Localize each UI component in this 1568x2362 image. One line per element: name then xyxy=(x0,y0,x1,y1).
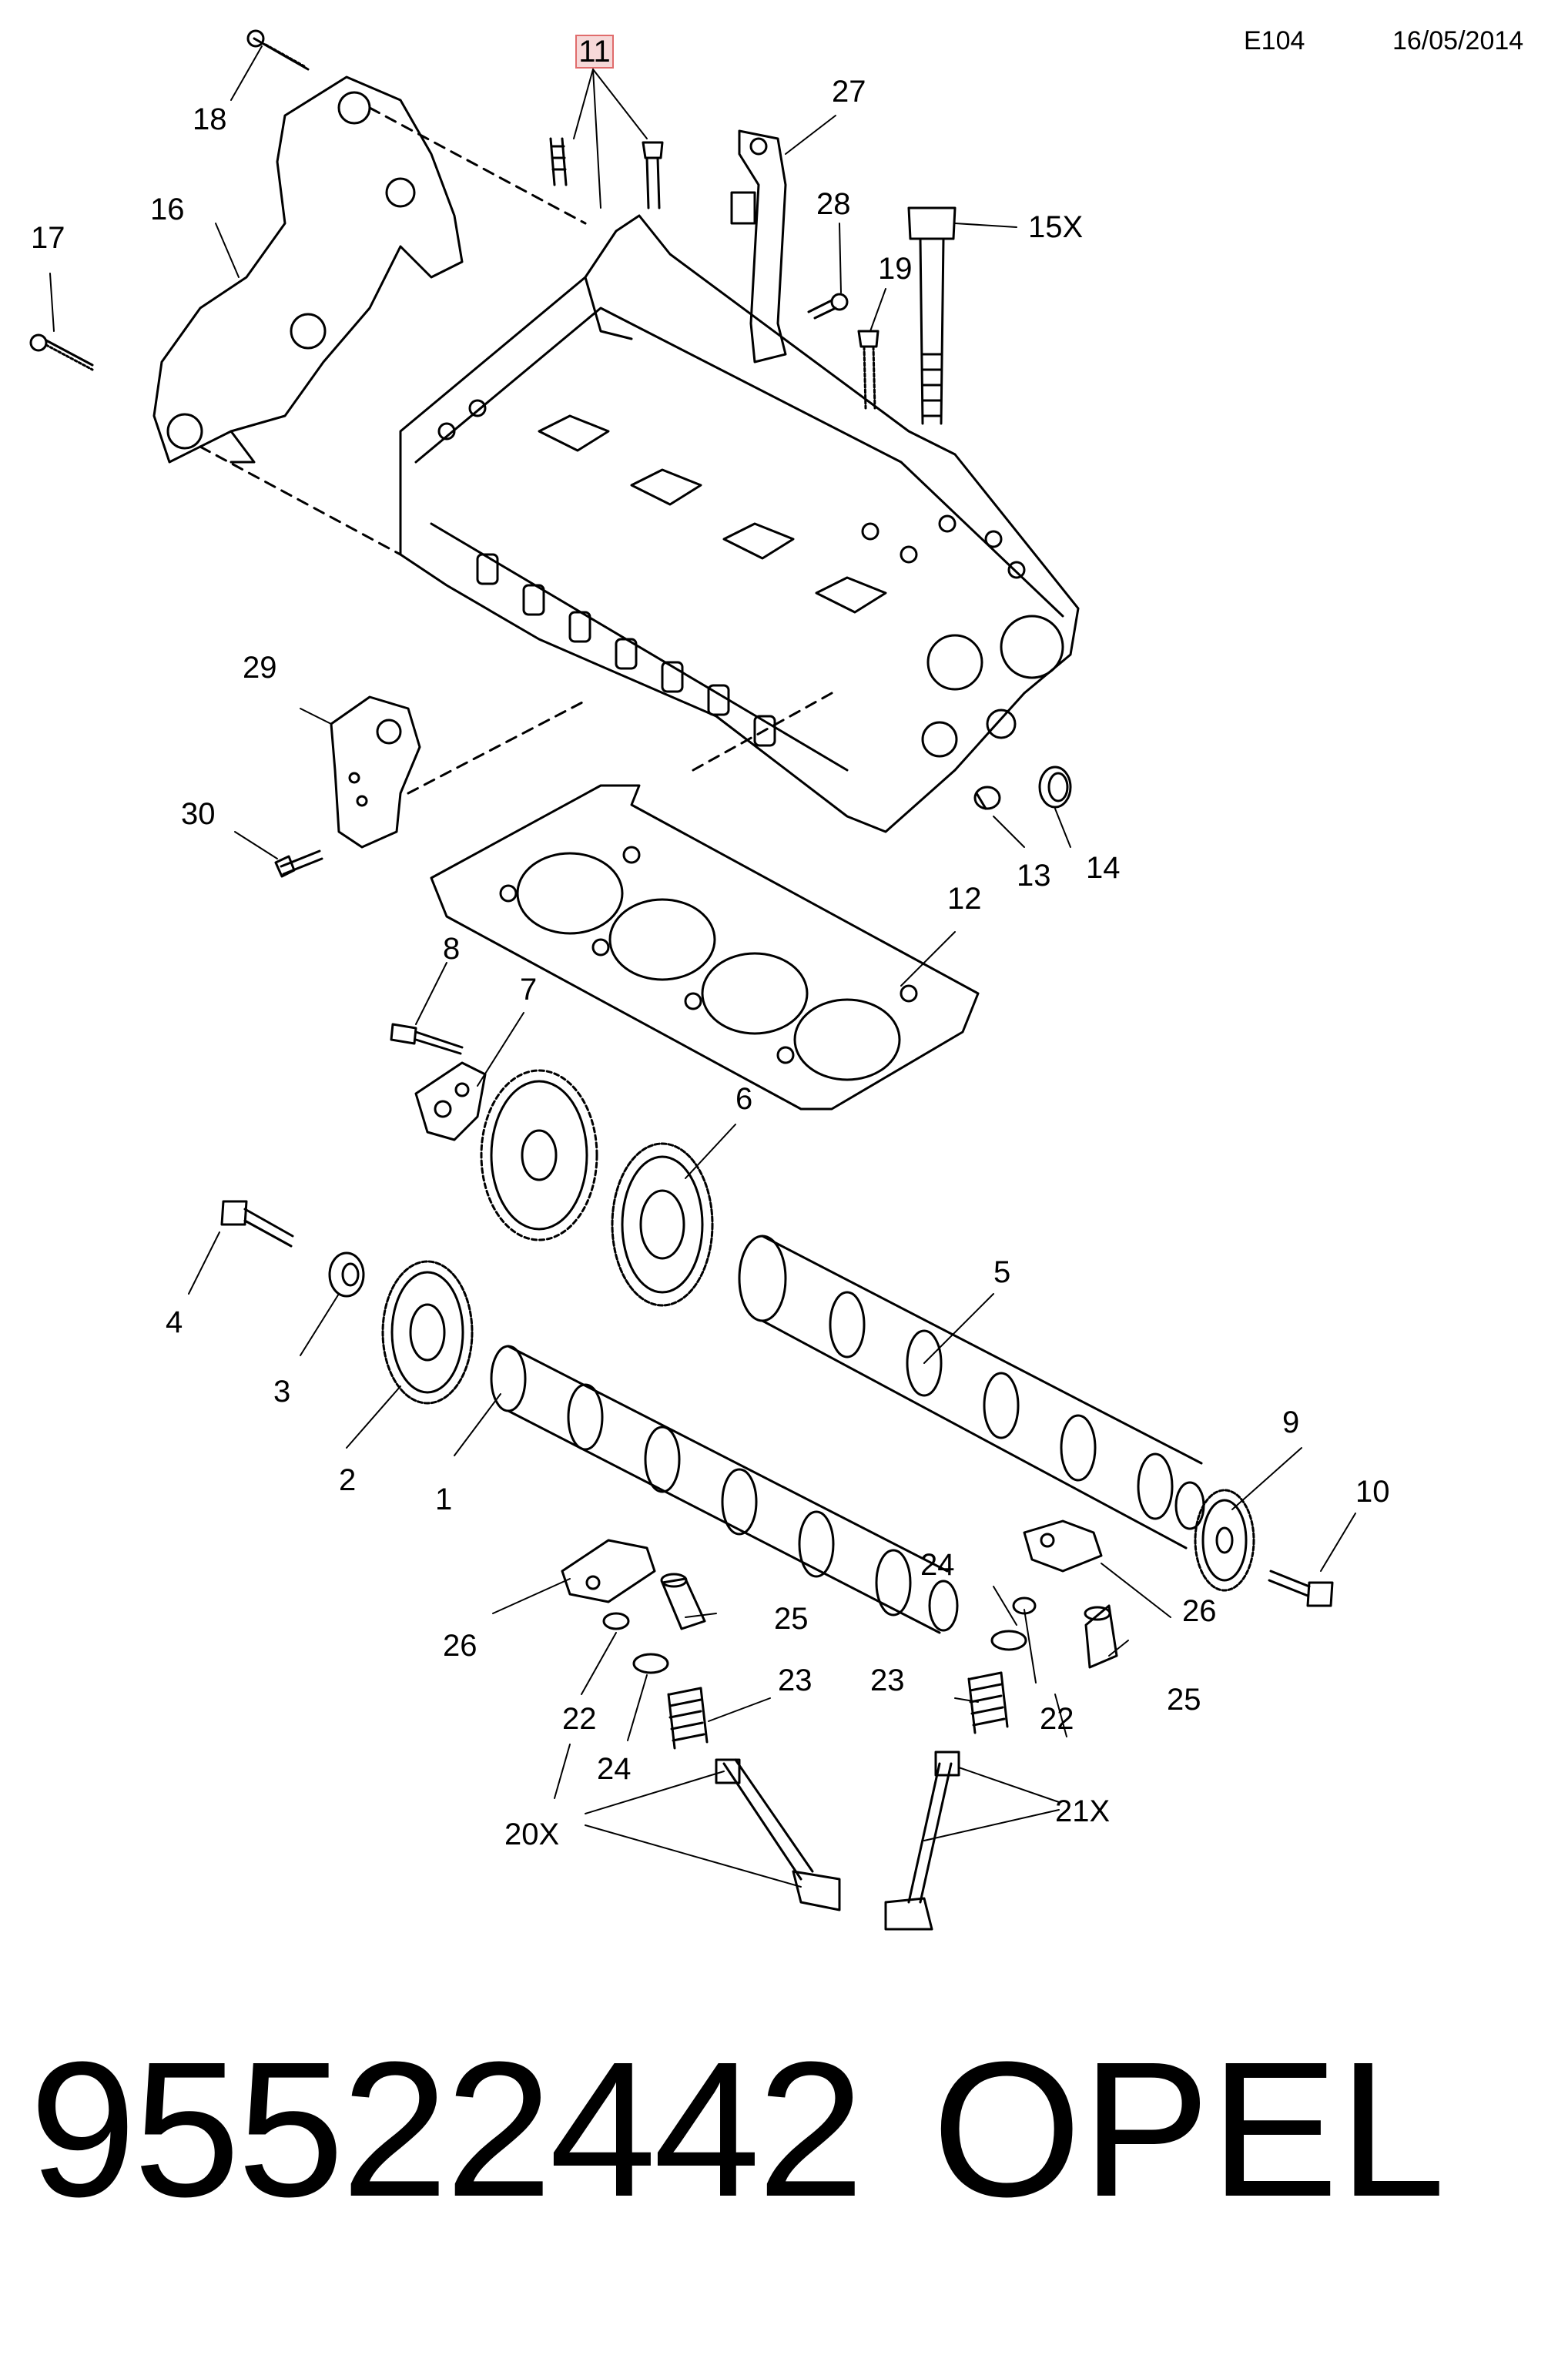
gear-2 xyxy=(381,1260,474,1405)
callout-16: 16 xyxy=(150,193,185,226)
callout-2: 2 xyxy=(339,1463,356,1497)
camshaft-5 xyxy=(738,1235,1205,1550)
cylinder-head xyxy=(399,214,1080,833)
callout-22-right: 22 xyxy=(1040,1702,1074,1736)
callout-19: 19 xyxy=(878,252,913,286)
lifter-25-left xyxy=(660,1573,706,1630)
callout-7: 7 xyxy=(520,973,537,1007)
callout-15x: 15X xyxy=(1028,210,1083,244)
callout-11: 11 xyxy=(578,35,611,69)
diagram-date: 16/05/2014 xyxy=(1392,26,1524,55)
callout-9: 9 xyxy=(1282,1405,1299,1439)
callout-13: 13 xyxy=(1017,859,1051,893)
callout-26-right: 26 xyxy=(1182,1594,1217,1628)
highlight-box-11 xyxy=(575,35,614,69)
spring-seat-24-right xyxy=(990,1630,1027,1651)
lifter-25-right xyxy=(1084,1604,1118,1669)
callout-14: 14 xyxy=(1086,851,1121,885)
bolt-8 xyxy=(390,1023,464,1055)
plug-13 xyxy=(973,786,1001,810)
callout-1: 1 xyxy=(435,1483,452,1516)
callout-23-right: 23 xyxy=(870,1663,905,1697)
camshaft-1 xyxy=(490,1345,959,1634)
valve-spring-23-left xyxy=(667,1687,709,1750)
callout-20x: 20X xyxy=(504,1818,559,1851)
callout-10: 10 xyxy=(1355,1475,1390,1509)
valve-20x xyxy=(715,1758,841,1911)
callout-24-right: 24 xyxy=(920,1548,955,1582)
valve-spring-23-right xyxy=(967,1671,1009,1734)
rocker-arm-26-left xyxy=(561,1539,656,1603)
retainer-plate-7 xyxy=(414,1061,487,1141)
callout-26-left: 26 xyxy=(443,1629,477,1663)
callout-24-left: 24 xyxy=(597,1752,632,1786)
head-bolt-15x xyxy=(907,206,957,425)
part-number: 95522442 xyxy=(29,2022,864,2236)
bolt-19 xyxy=(857,330,879,410)
valve-21x xyxy=(884,1751,960,1931)
stud-11 xyxy=(549,137,568,186)
bolt-28 xyxy=(807,293,849,320)
head-gasket-12 xyxy=(430,784,980,1111)
rocker-arm-26-right xyxy=(1023,1519,1103,1573)
harness-bracket-27 xyxy=(730,129,787,364)
callout-22-left: 22 xyxy=(562,1702,597,1736)
callout-18: 18 xyxy=(193,102,227,136)
sprocket-6 xyxy=(480,1069,714,1307)
engine-mount-bracket xyxy=(152,75,464,464)
brand-name: OPEL xyxy=(932,2022,1446,2236)
callout-27: 27 xyxy=(832,75,866,109)
callout-25-left: 25 xyxy=(774,1602,809,1636)
bolt-10 xyxy=(1268,1570,1334,1607)
bolt-30 xyxy=(274,849,323,878)
callout-6: 6 xyxy=(735,1082,752,1116)
valve-keeper-22-left xyxy=(602,1612,630,1630)
callout-8: 8 xyxy=(443,932,460,966)
gear-9 xyxy=(1194,1489,1255,1592)
callout-4: 4 xyxy=(166,1305,183,1339)
spring-seat-24-left xyxy=(632,1653,669,1674)
bolt-18 xyxy=(246,29,310,71)
callout-28: 28 xyxy=(816,187,851,221)
callout-23-left: 23 xyxy=(778,1663,812,1697)
washer-3 xyxy=(328,1251,365,1298)
callout-29: 29 xyxy=(243,651,277,685)
bolt-4 xyxy=(220,1200,294,1248)
bolt-11 xyxy=(642,141,664,209)
seal-ring-14 xyxy=(1038,766,1072,809)
bracket-29 xyxy=(330,695,421,849)
diagram-code: E104 xyxy=(1244,26,1305,55)
callout-21x: 21X xyxy=(1055,1794,1110,1828)
callout-12: 12 xyxy=(947,882,982,916)
callout-30: 30 xyxy=(181,797,216,831)
callout-5: 5 xyxy=(993,1255,1010,1289)
bolt-17 xyxy=(29,333,94,371)
callout-25-right: 25 xyxy=(1167,1683,1201,1717)
callout-3: 3 xyxy=(273,1375,290,1409)
callout-17: 17 xyxy=(31,221,65,255)
